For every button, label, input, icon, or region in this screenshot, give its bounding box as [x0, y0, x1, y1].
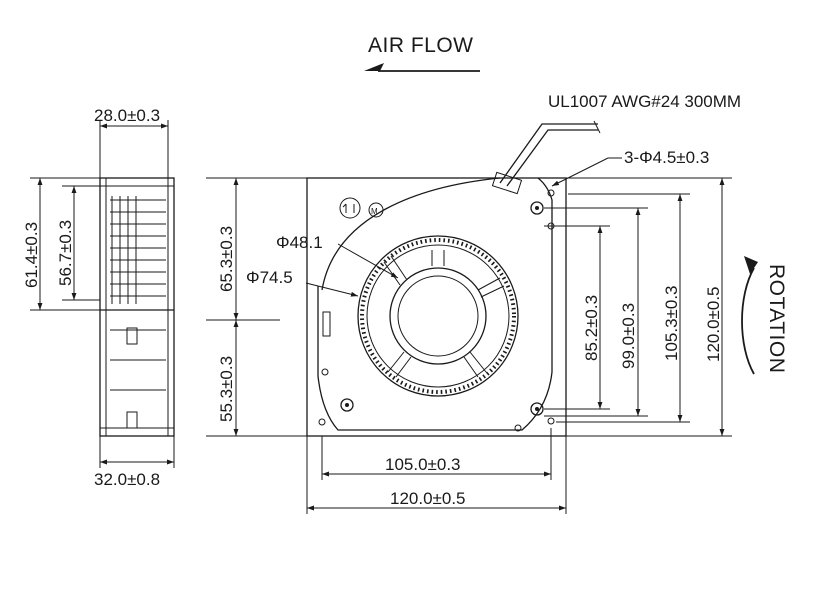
rotation-label: ROTATION	[765, 264, 788, 373]
mount-hole-top-right	[530, 201, 544, 215]
svg-text:M: M	[371, 207, 378, 216]
dim-side-height-inner: 56.7±0.3	[56, 220, 75, 286]
fan-front-view: M	[306, 171, 567, 437]
dim-lower-height: 55.3±0.3	[217, 356, 236, 422]
dim-inner-diameter: Φ48.1	[276, 233, 323, 252]
certification-logo-icon: M	[368, 202, 384, 218]
airflow-arrow-icon	[364, 63, 480, 72]
dim-side-height-outer: 61.4±0.3	[22, 222, 41, 288]
dim-outer-diameter: Φ74.5	[246, 268, 293, 287]
mount-hole-bottom-left	[340, 398, 354, 412]
holes-spec-label: 3-Φ4.5±0.3	[624, 148, 709, 167]
direction-logo-icon	[339, 197, 361, 219]
dim-hole-spacing-2: 99.0±0.3	[619, 303, 638, 369]
rotation-arrow-icon	[741, 256, 758, 375]
cable-wires	[499, 120, 601, 187]
airflow-label: AIR FLOW	[368, 34, 474, 57]
side-view	[99, 177, 175, 437]
dim-side-width-bottom: 32.0±0.8	[94, 470, 160, 489]
dim-overall-height: 120.0±0.5	[704, 286, 723, 362]
dim-hole-spacing-3: 105.3±0.3	[662, 285, 681, 361]
dim-hole-spacing-1: 85.2±0.3	[582, 295, 601, 361]
dim-hole-spacing-horizontal: 105.0±0.3	[385, 455, 461, 474]
dim-upper-height: 65.3±0.3	[217, 226, 236, 292]
cable-spec-label: UL1007 AWG#24 300MM	[548, 92, 741, 111]
mount-hole-bottom-right	[530, 402, 544, 416]
dim-overall-width: 120.0±0.5	[390, 489, 466, 508]
dim-side-width-top: 28.0±0.3	[94, 106, 160, 125]
